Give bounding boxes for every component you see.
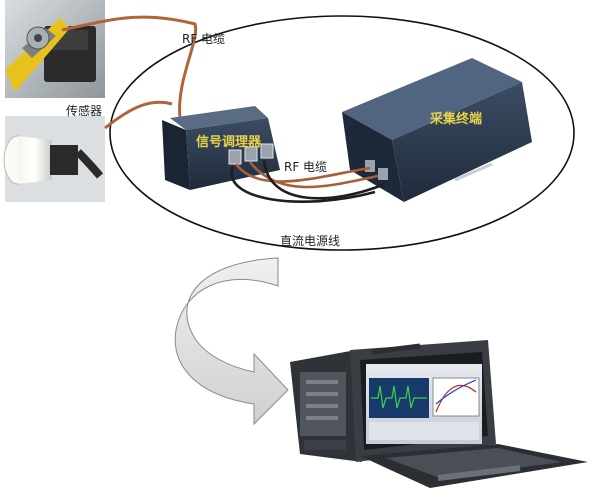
label-dc-power-line: 直流电源线 [280, 234, 341, 248]
rf-cables-sensor [61, 15, 198, 130]
sensor-photo-bottom [3, 116, 105, 202]
sensor-photo-top [5, 0, 105, 98]
label-rf-cable-mid: RF 电缆 [284, 160, 328, 174]
label-rf-cable-top: RF 电缆 [182, 32, 226, 46]
portable-computer [290, 340, 588, 488]
label-signal-conditioner: 信号调理器 [196, 135, 262, 150]
label-sensor: 传感器 [66, 104, 103, 118]
acquisition-terminal-device [342, 58, 532, 202]
signal-conditioner-device [162, 106, 280, 190]
rf-cables-terminal [230, 159, 386, 203]
flow-arrow [174, 257, 289, 426]
label-acquisition-terminal: 采集终端 [430, 112, 483, 127]
system-boundary-ellipse [109, 15, 575, 251]
